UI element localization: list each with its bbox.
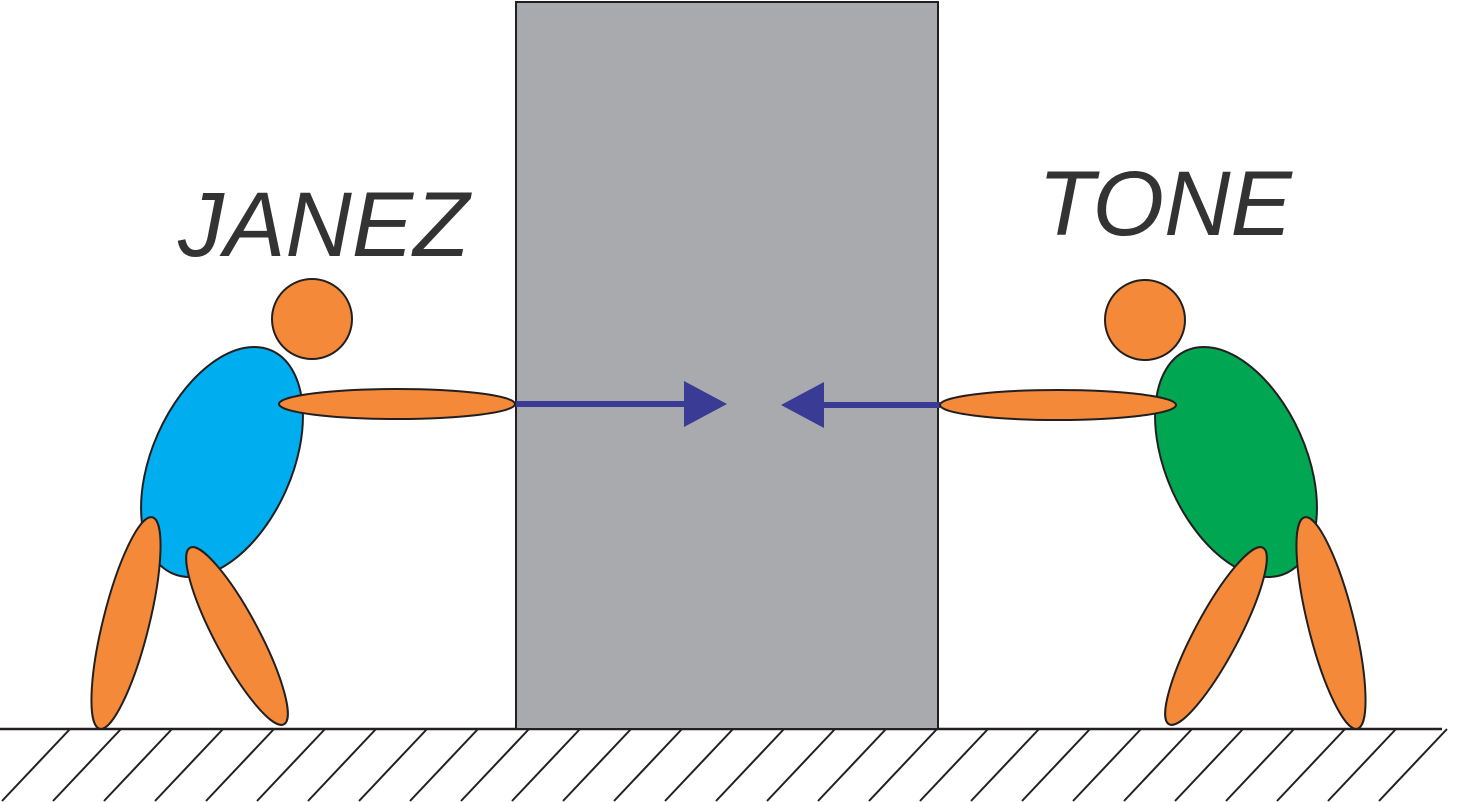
right-person-label: TONE [1038,153,1294,255]
ground-hatching [1,728,1448,802]
hatch-line [868,728,938,802]
hatch-line [1123,728,1193,802]
left-person-arm [278,388,516,420]
right-person-arm [939,389,1177,421]
hatch-line [715,728,785,802]
hatch-line [817,728,887,802]
hatch-line [664,728,734,802]
hatch-line [919,728,989,802]
arrow-right-icon [516,381,727,427]
hatch-line [154,728,224,802]
person-pushing-right-icon [90,278,516,730]
hatch-line [1378,728,1448,802]
hatch-line [103,728,173,802]
hatch-line [511,728,581,802]
hatch-line [1072,728,1142,802]
block [515,1,939,730]
hatch-line [307,728,377,802]
hatch-line [358,728,428,802]
hatch-line [52,728,122,802]
hatch-line [409,728,479,802]
hatch-line [1,728,71,802]
right-person-front-leg [1164,546,1268,726]
ground [0,727,1448,802]
left-person-body [140,345,304,579]
hatch-line [970,728,1040,802]
right-person-back-leg [1295,516,1367,730]
hatch-line [1225,728,1295,802]
hatch-line [1276,728,1346,802]
left-person-label: JANEZ [177,174,472,276]
person-pushing-left-icon [939,279,1367,730]
hatch-line [1327,728,1397,802]
left-person-head [271,278,353,360]
hatch-line [1021,728,1091,802]
arrow-left-icon [781,382,940,428]
left-person-back-leg [90,516,162,730]
hatch-line [766,728,836,802]
hatch-line [205,728,275,802]
hatch-line [562,728,632,802]
hatch-line [256,728,326,802]
left-person-front-leg [185,546,289,726]
hatch-line [460,728,530,802]
hatch-line [1174,728,1244,802]
hatch-line [613,728,683,802]
right-person-body [1154,345,1318,579]
right-person-head [1104,279,1186,361]
